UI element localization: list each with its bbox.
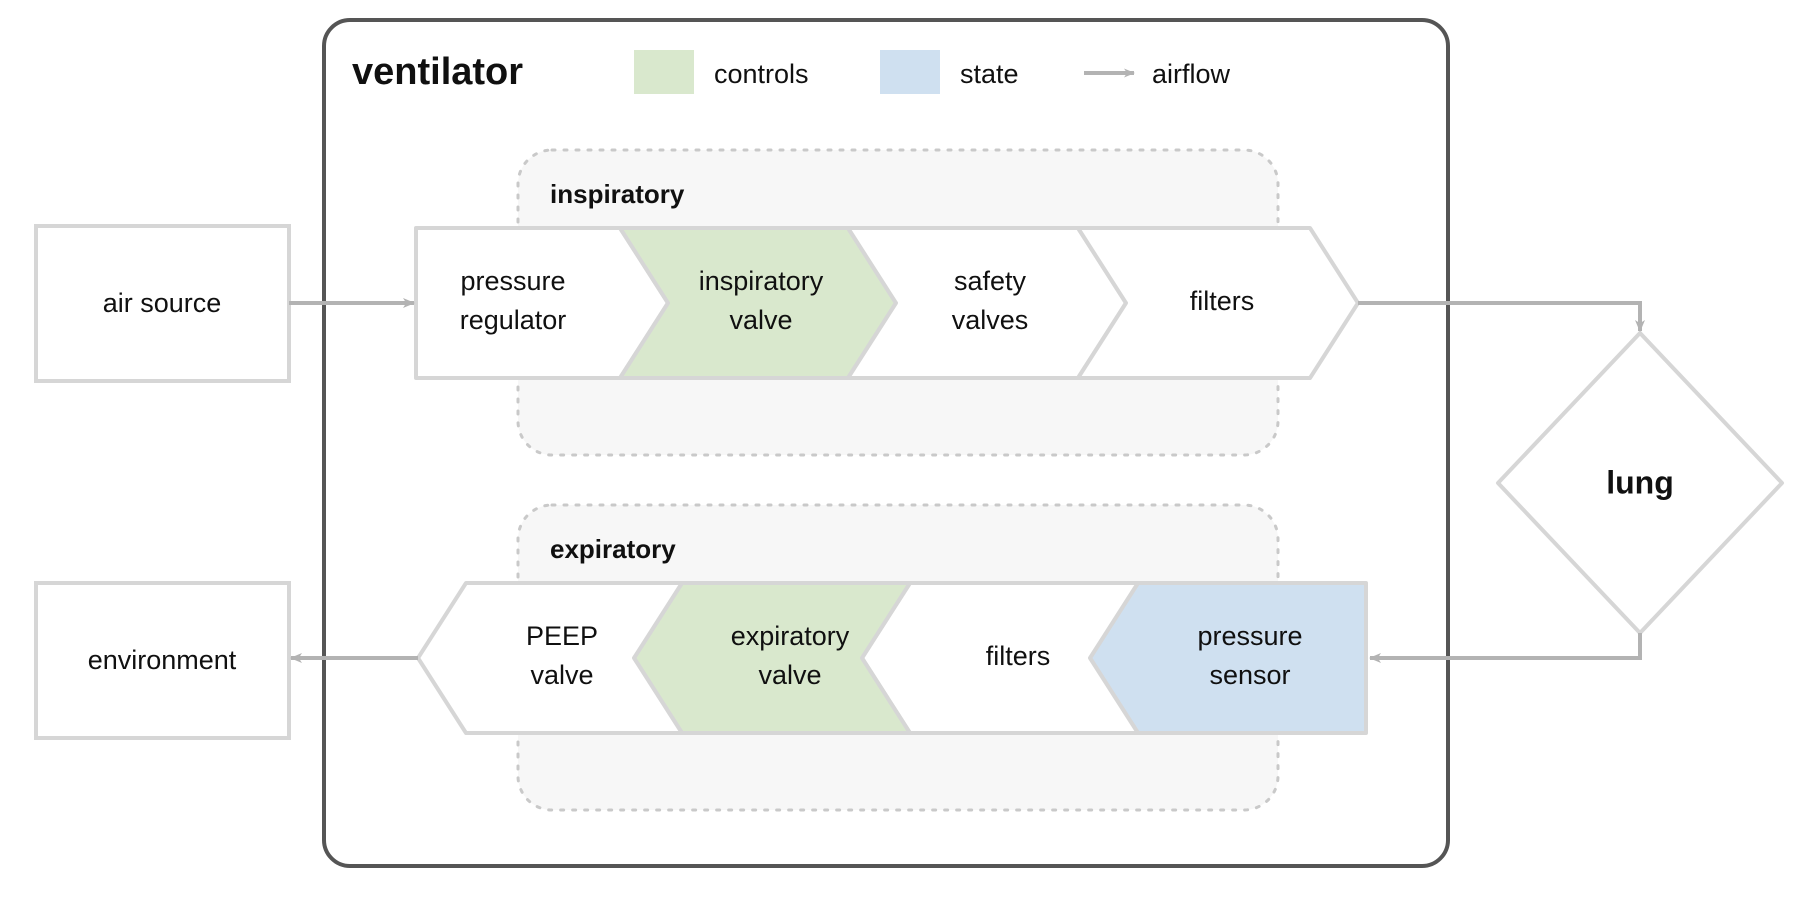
stage-safety-valves-line1: safety [954, 266, 1027, 296]
stage-pressure-sensor-line1: pressure [1197, 621, 1302, 651]
stage-inspiratory-valve-line2: valve [729, 305, 792, 335]
chain-expiratory: pressure sensor filters expiratory valve… [416, 581, 1368, 735]
stage-peep-valve [416, 581, 684, 735]
stage-safety-valves-line2: valves [952, 305, 1029, 335]
stage-inspiratory-filters [1076, 226, 1360, 380]
stage-pressure-regulator-line2: regulator [460, 305, 567, 335]
legend-swatch-state [880, 50, 940, 94]
airflow-edges [289, 298, 1645, 663]
edge-inspiratory-to-lung [1358, 301, 1645, 332]
node-air-source-label: air source [103, 288, 222, 318]
stage-peep-valve-line1: PEEP [526, 621, 598, 651]
stage-pressure-sensor [1088, 581, 1368, 735]
node-air-source: air source [34, 224, 291, 383]
legend-label-controls: controls [714, 59, 809, 89]
group-expiratory-label: expiratory [550, 534, 676, 564]
stage-pressure-regulator-line1: pressure [460, 266, 565, 296]
group-inspiratory-label: inspiratory [550, 179, 685, 209]
legend-label-state: state [960, 59, 1019, 89]
stage-inspiratory-filters-line1: filters [1190, 286, 1255, 316]
stage-expiratory-filters-line1: filters [986, 641, 1051, 671]
node-environment-box [34, 581, 291, 740]
ventilator-container [322, 18, 1450, 868]
stage-inspiratory-valve-line1: inspiratory [699, 266, 824, 296]
node-environment-label: environment [88, 645, 237, 675]
legend-swatch-controls [634, 50, 694, 94]
node-lung: lung [1496, 331, 1784, 635]
edge-lung-to-expiratory [1369, 633, 1642, 663]
stage-pressure-sensor-line2: sensor [1209, 660, 1290, 690]
stage-expiratory-valve-line1: expiratory [731, 621, 850, 651]
stage-peep-valve-line2: valve [530, 660, 593, 690]
chain-inspiratory: pressure regulator inspiratory valve saf… [414, 226, 1360, 380]
stage-pressure-regulator [414, 226, 670, 380]
legend: controls state airflow [634, 50, 1231, 94]
page-title: ventilator [352, 51, 523, 93]
node-lung-label: lung [1606, 464, 1674, 500]
node-air-source-box [34, 224, 291, 383]
legend-label-airflow: airflow [1152, 59, 1231, 89]
stage-expiratory-valve-line2: valve [758, 660, 821, 690]
node-environment: environment [34, 581, 291, 740]
